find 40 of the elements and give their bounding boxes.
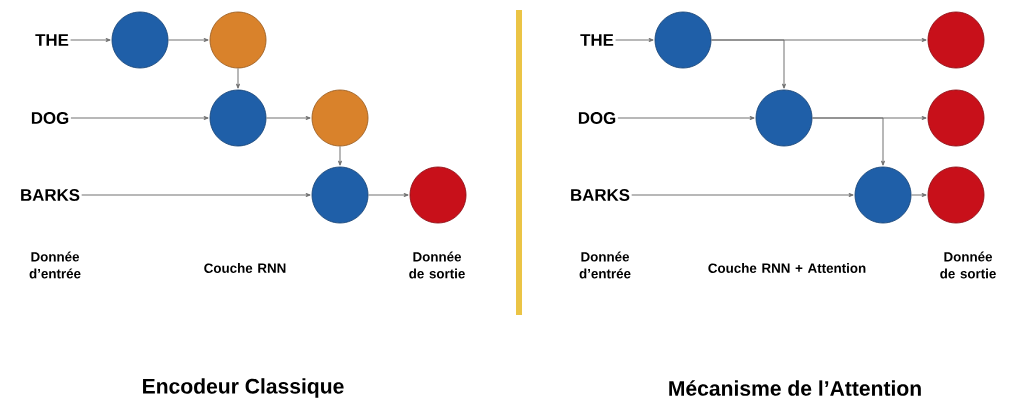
node-circle <box>209 11 267 69</box>
column-label: Donnée d’entrée <box>579 251 631 279</box>
arrow <box>710 39 787 89</box>
panel-title: Encodeur Classique <box>143 378 344 398</box>
word-label: BARKS <box>571 189 630 201</box>
arrow <box>811 117 886 166</box>
arrow <box>265 116 311 120</box>
arrow <box>338 145 343 166</box>
arrow <box>70 38 111 43</box>
column-label: Donnée d’entrée <box>29 251 81 279</box>
word-label: DOG <box>578 112 616 124</box>
arrow <box>236 67 241 89</box>
node-circle <box>654 11 712 69</box>
column-label: Donnée de sortie <box>409 251 465 279</box>
node-circle <box>409 166 467 224</box>
column-label: Couche RNN <box>204 263 286 273</box>
arrow <box>367 193 409 198</box>
arrow <box>81 193 311 198</box>
word-label: BARKS <box>21 189 80 201</box>
word-label: DOG <box>31 112 69 124</box>
node-circle <box>755 89 813 147</box>
node-circle <box>854 166 912 224</box>
node-circle <box>927 11 985 69</box>
node-circle <box>311 89 369 147</box>
column-label: Donnée de sortie <box>940 251 996 279</box>
arrow <box>631 193 854 198</box>
word-label: THE <box>35 34 69 46</box>
arrow <box>910 193 927 198</box>
node-circle <box>311 166 369 224</box>
word-label: THE <box>580 34 614 46</box>
node-circle <box>927 89 985 147</box>
node-circle <box>111 11 169 69</box>
arrow <box>617 116 755 120</box>
arrow <box>167 38 209 43</box>
arrow <box>70 116 209 120</box>
panel-title: Mécanisme de l’Attention <box>669 380 921 396</box>
node-circle <box>209 89 267 147</box>
node-circle <box>927 166 985 224</box>
column-label: Couche RNN + Attention <box>708 263 866 273</box>
arrow <box>615 38 654 43</box>
